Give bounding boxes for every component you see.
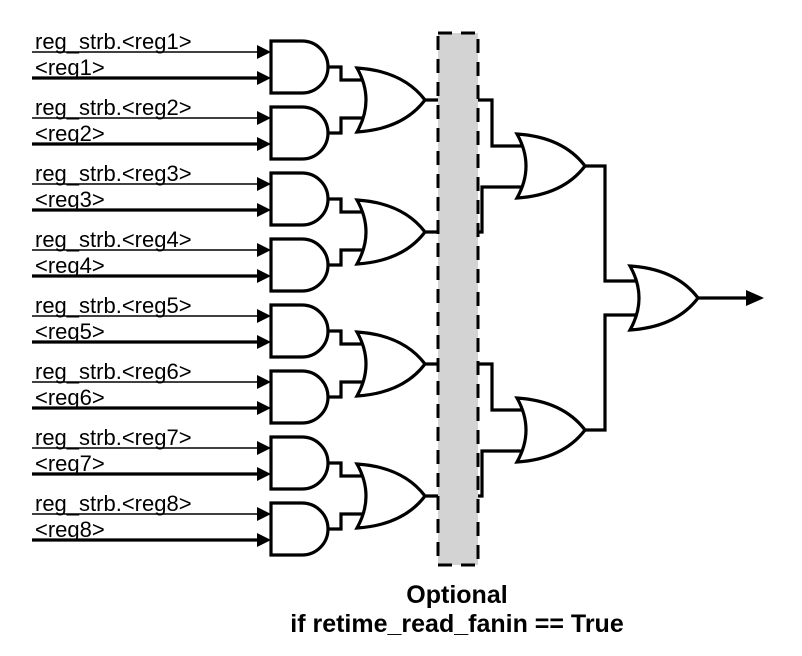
output-arrowhead-icon bbox=[746, 290, 764, 306]
wire bbox=[328, 461, 368, 478]
and-gate-4 bbox=[269, 237, 330, 293]
input-arrowhead-icon bbox=[257, 243, 271, 257]
input-arrowhead-icon bbox=[257, 375, 271, 389]
strobe-label: reg_strb.<reg3> bbox=[35, 161, 192, 186]
strobe-label: reg_strb.<reg6> bbox=[35, 359, 192, 384]
strobe-label: reg_strb.<reg5> bbox=[35, 293, 192, 318]
and-gate-5 bbox=[269, 303, 330, 359]
or-gate-final bbox=[627, 264, 701, 332]
wire bbox=[328, 197, 368, 214]
input-arrowhead-icon bbox=[257, 45, 271, 59]
input-arrowhead-icon bbox=[257, 335, 271, 349]
wire bbox=[328, 329, 368, 346]
and-gate-3 bbox=[269, 171, 330, 227]
wire bbox=[328, 116, 368, 135]
wire bbox=[328, 512, 368, 531]
and-gate-6 bbox=[269, 369, 330, 425]
or-gate-l2-2 bbox=[514, 396, 588, 464]
strobe-label: reg_strb.<reg2> bbox=[35, 95, 192, 120]
or-gate-l1-1 bbox=[354, 66, 428, 134]
input-arrowhead-icon bbox=[257, 137, 271, 151]
input-arrowhead-icon bbox=[257, 441, 271, 455]
wire bbox=[328, 65, 368, 82]
data-label: <reg6> bbox=[35, 385, 105, 410]
input-arrowhead-icon bbox=[257, 309, 271, 323]
strobe-label: reg_strb.<reg8> bbox=[35, 491, 192, 516]
data-label: <reg3> bbox=[35, 187, 105, 212]
data-label: <reg7> bbox=[35, 451, 105, 476]
and-gate-8 bbox=[269, 501, 330, 557]
or-gate-l1-2 bbox=[354, 198, 428, 266]
caption: Optional if retime_read_fanin == True bbox=[290, 581, 624, 638]
strobe-label: reg_strb.<reg4> bbox=[35, 227, 192, 252]
wire bbox=[585, 164, 645, 283]
caption-line2: if retime_read_fanin == True bbox=[290, 610, 624, 638]
data-label: <reg2> bbox=[35, 121, 105, 146]
data-label: <reg8> bbox=[35, 517, 105, 542]
input-arrowhead-icon bbox=[257, 533, 271, 547]
wire bbox=[328, 380, 368, 399]
wire bbox=[328, 248, 368, 267]
data-label: <reg4> bbox=[35, 253, 105, 278]
or-gates-level1 bbox=[354, 66, 428, 530]
or-gate-l1-3 bbox=[354, 330, 428, 398]
wire bbox=[585, 313, 645, 432]
input-arrowhead-icon bbox=[257, 177, 271, 191]
optional-retime-region bbox=[436, 31, 480, 567]
and-gate-7 bbox=[269, 435, 330, 491]
final-or-stage bbox=[627, 264, 764, 332]
input-arrowhead-icon bbox=[257, 111, 271, 125]
or-gate-l2-1 bbox=[514, 132, 588, 200]
input-arrowhead-icon bbox=[257, 71, 271, 85]
strobe-label: reg_strb.<reg1> bbox=[35, 29, 192, 54]
and-gates bbox=[269, 39, 330, 557]
or-gate-l1-4 bbox=[354, 462, 428, 530]
strobe-label: reg_strb.<reg7> bbox=[35, 425, 192, 450]
data-label: <reg5> bbox=[35, 319, 105, 344]
input-arrowhead-icon bbox=[257, 507, 271, 521]
data-label: <reg1> bbox=[35, 55, 105, 80]
input-rows: reg_strb.<reg1> <reg1> reg_strb.<reg2> <… bbox=[32, 29, 271, 547]
or-gates-level2 bbox=[514, 132, 588, 464]
and-to-or1-wires bbox=[328, 65, 368, 531]
input-arrowhead-icon bbox=[257, 401, 271, 415]
and-gate-2 bbox=[269, 105, 330, 161]
or2-to-final-wires bbox=[585, 164, 645, 432]
input-arrowhead-icon bbox=[257, 269, 271, 283]
caption-line1: Optional bbox=[406, 581, 507, 609]
input-arrowhead-icon bbox=[257, 203, 271, 217]
and-gate-1 bbox=[269, 39, 330, 95]
input-arrowhead-icon bbox=[257, 467, 271, 481]
